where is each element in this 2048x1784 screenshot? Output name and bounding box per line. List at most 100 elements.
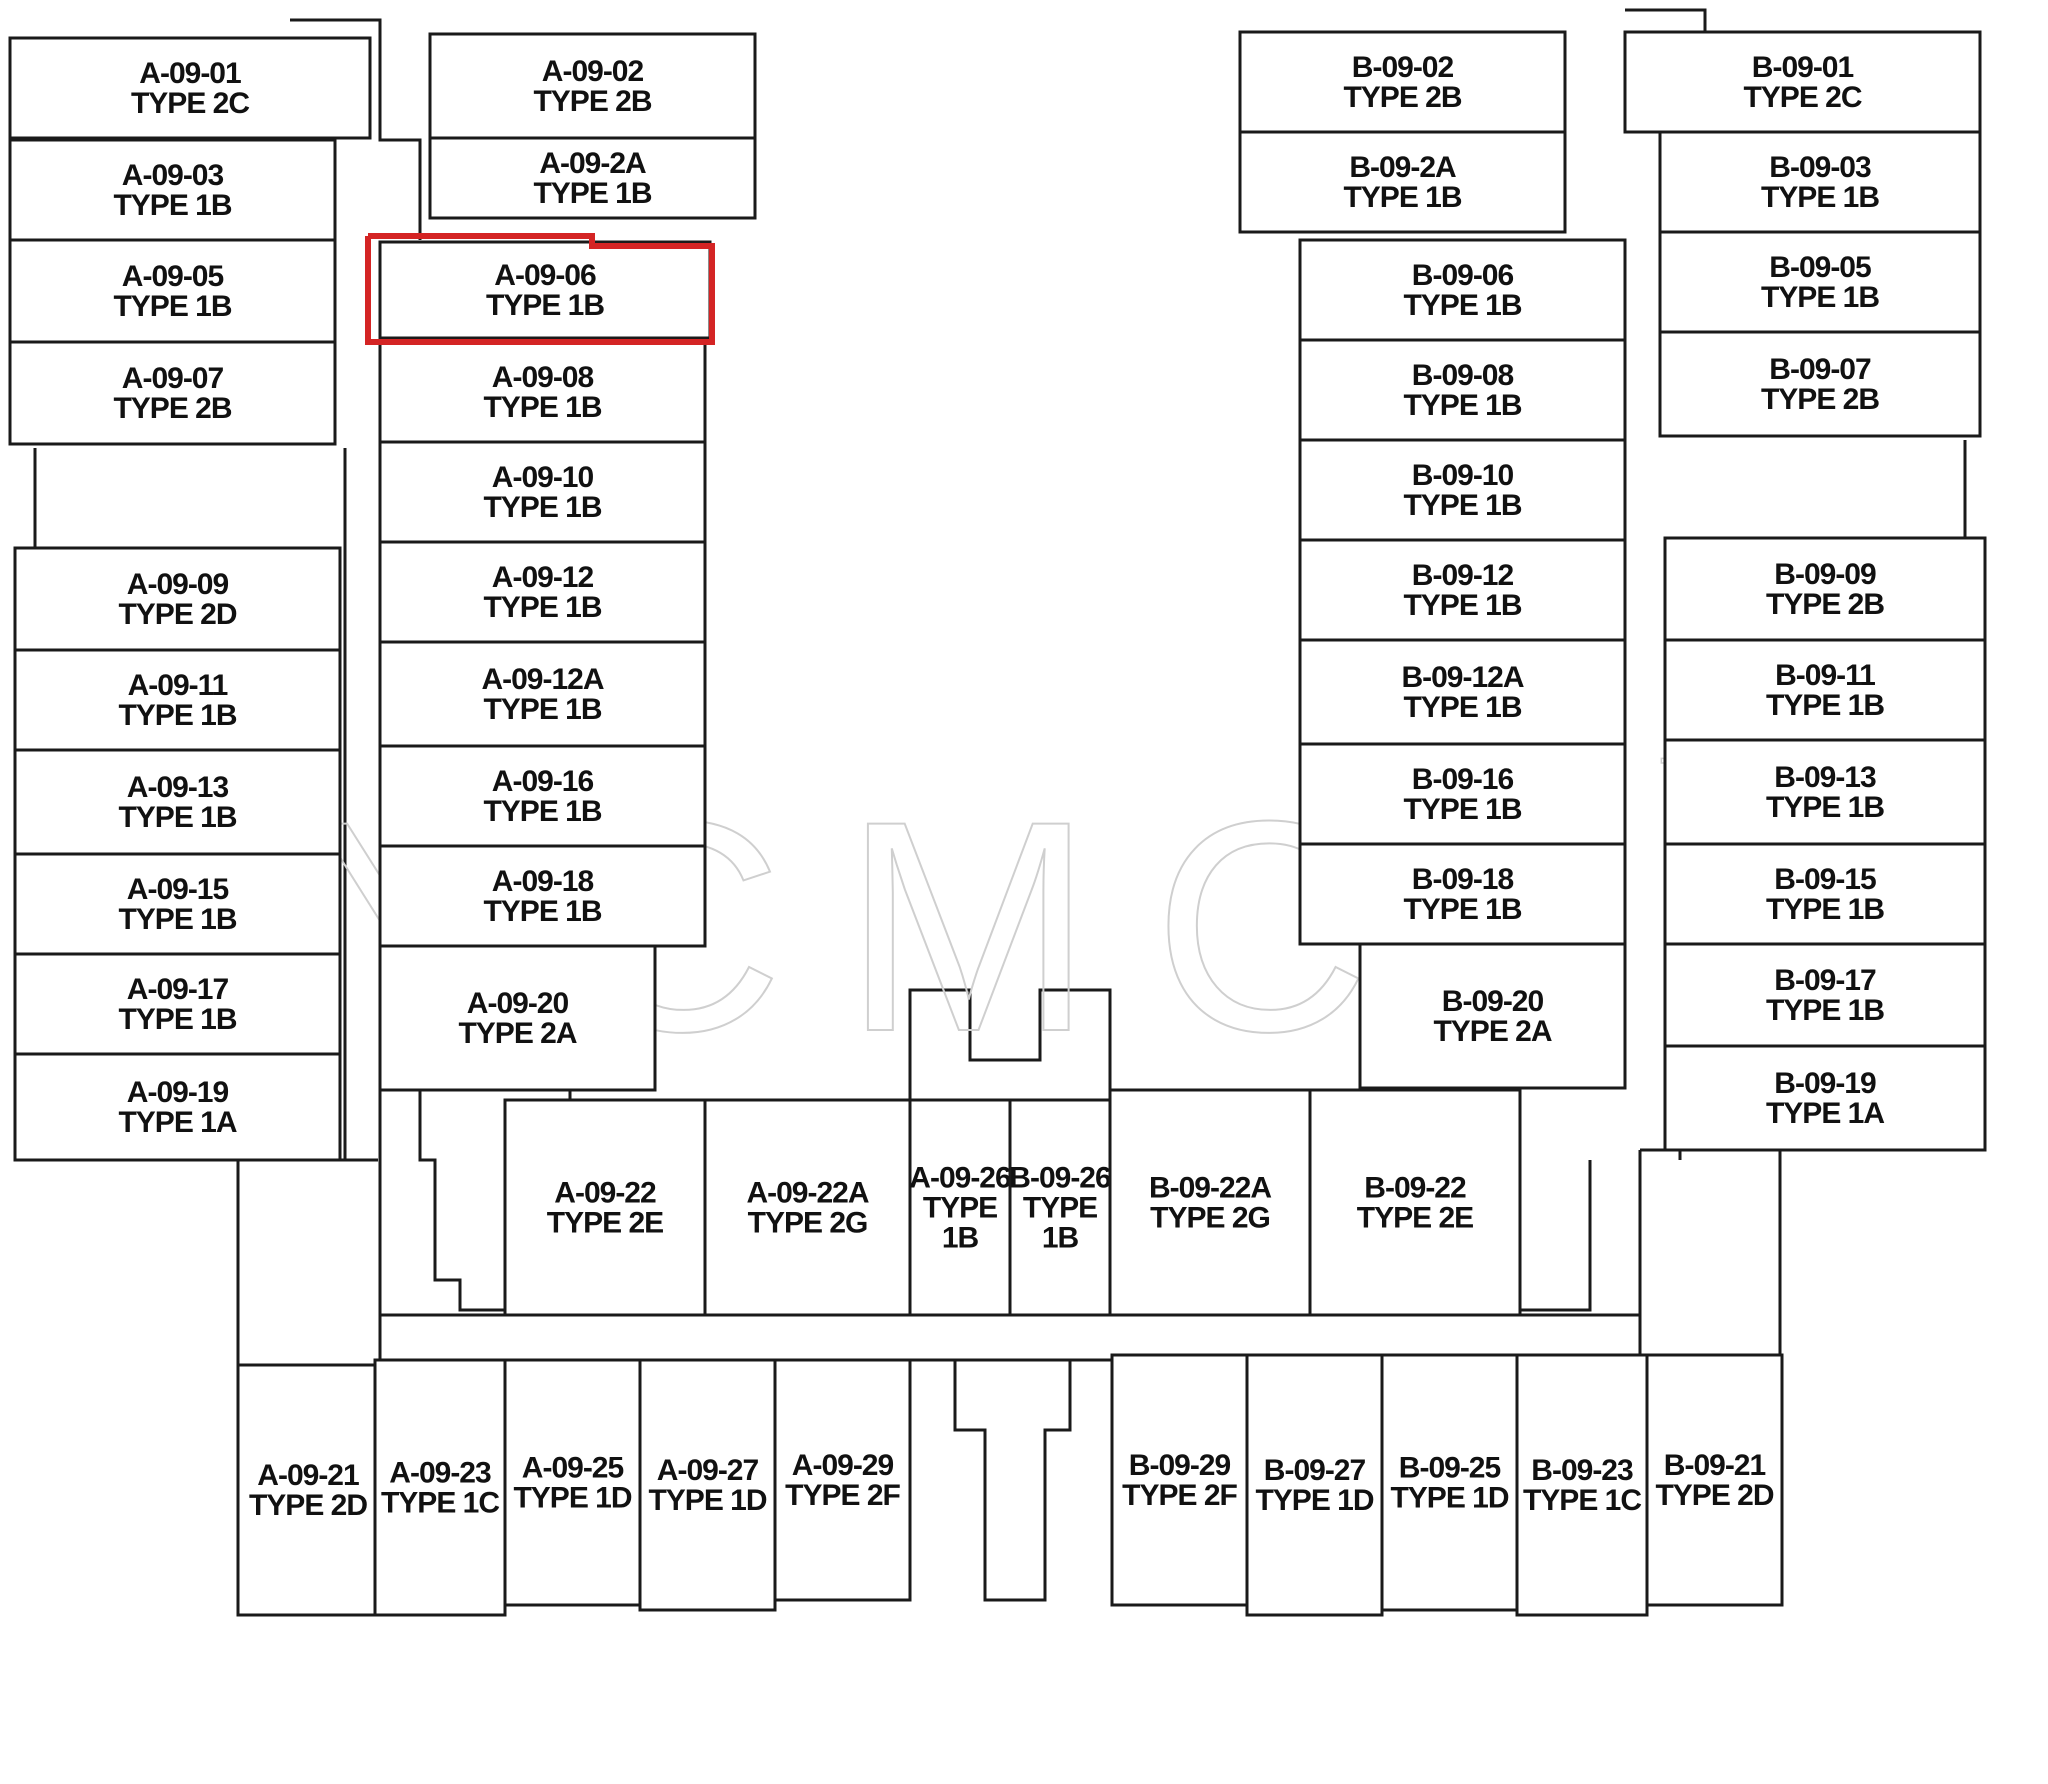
unit-outline bbox=[1238, 30, 1567, 134]
unit-code: A-09-08 bbox=[492, 361, 594, 394]
unit-outline bbox=[8, 36, 372, 140]
unit-outline bbox=[378, 540, 707, 644]
unit-type: TYPE 1C bbox=[381, 1487, 499, 1520]
unit-outline bbox=[378, 440, 707, 544]
unit-outline bbox=[428, 32, 757, 140]
unit-type: TYPE 1B bbox=[113, 290, 231, 323]
unit-type: TYPE 1B bbox=[1766, 791, 1884, 824]
unit-type: TYPE 2A bbox=[458, 1017, 576, 1050]
unit-type: TYPE 1B bbox=[1761, 281, 1879, 314]
unit-code: B-09-11 bbox=[1775, 659, 1875, 692]
unit-outline bbox=[1298, 438, 1627, 542]
unit-code: B-09-23 bbox=[1531, 1454, 1633, 1487]
unit-code: B-09-01 bbox=[1752, 51, 1854, 84]
unit-code: A-09-05 bbox=[122, 260, 224, 293]
unit-code: A-09-15 bbox=[127, 873, 229, 906]
unit-type: TYPE 2B bbox=[1761, 383, 1879, 416]
unit-outline bbox=[773, 1358, 912, 1602]
unit-type: TYPE 2B bbox=[533, 85, 651, 118]
unit-outline bbox=[373, 1358, 507, 1617]
unit-code: A-09-12 bbox=[492, 561, 594, 594]
unit-outline bbox=[8, 340, 337, 446]
unit-code: B-09-08 bbox=[1412, 359, 1514, 392]
unit-outline bbox=[638, 1358, 777, 1612]
unit-type: TYPE 2E bbox=[547, 1207, 663, 1240]
unit-outline bbox=[1238, 130, 1567, 234]
unit-code: B-09-09 bbox=[1774, 558, 1876, 591]
unit-outline bbox=[1008, 1098, 1112, 1317]
unit-code: B-09-29 bbox=[1129, 1449, 1231, 1482]
unit-type: TYPE 2F bbox=[785, 1479, 900, 1512]
unit-outline bbox=[1308, 1088, 1522, 1317]
unit-code: B-09-12A bbox=[1401, 661, 1523, 694]
unit-code: B-09-19 bbox=[1774, 1067, 1876, 1100]
unit-outline bbox=[503, 1358, 642, 1607]
unit-type: TYPE 1B bbox=[118, 1003, 236, 1036]
unit-outline bbox=[13, 648, 342, 752]
unit-type: 1B bbox=[942, 1222, 979, 1255]
unit-type: TYPE 1B bbox=[1403, 289, 1521, 322]
unit-type: TYPE 1B bbox=[483, 491, 601, 524]
unit-outline bbox=[1645, 1353, 1784, 1607]
unit-code: B-09-02 bbox=[1352, 51, 1454, 84]
unit-outline bbox=[13, 852, 342, 956]
unit-type: 1B bbox=[1042, 1222, 1079, 1255]
unit-type: TYPE 1A bbox=[118, 1106, 236, 1139]
unit-code: B-09-17 bbox=[1774, 964, 1876, 997]
unit-type: TYPE bbox=[923, 1192, 997, 1225]
unit-outline bbox=[13, 748, 342, 856]
unit-type: TYPE 1B bbox=[483, 895, 601, 928]
unit-outline bbox=[1245, 1353, 1384, 1617]
unit-code: A-09-11 bbox=[128, 669, 228, 702]
unit-outline bbox=[1298, 338, 1627, 442]
unit-code: A-09-01 bbox=[139, 57, 241, 90]
unit-type: TYPE 1B bbox=[1403, 589, 1521, 622]
unit-code: A-09-23 bbox=[389, 1457, 491, 1490]
unit-code: A-09-09 bbox=[127, 568, 229, 601]
unit-code: B-09-25 bbox=[1399, 1452, 1501, 1485]
unit-code: B-09-22 bbox=[1364, 1172, 1466, 1205]
unit-type: TYPE 2D bbox=[1655, 1479, 1773, 1512]
unit-code: B-09-26 bbox=[1009, 1162, 1111, 1195]
unit-code: A-09-10 bbox=[492, 461, 594, 494]
unit-type: TYPE 1B bbox=[483, 591, 601, 624]
unit-type: TYPE 1D bbox=[648, 1484, 766, 1517]
unit-code: B-09-12 bbox=[1412, 559, 1514, 592]
unit-type: TYPE 2B bbox=[1343, 81, 1461, 114]
unit-type: TYPE 1B bbox=[1766, 689, 1884, 722]
unit-outline bbox=[1663, 1044, 1987, 1152]
unit-code: B-09-10 bbox=[1412, 459, 1514, 492]
unit-type: TYPE 2D bbox=[249, 1489, 367, 1522]
unit-outline bbox=[378, 944, 657, 1092]
unit-type: TYPE 1B bbox=[483, 391, 601, 424]
unit-outline bbox=[1298, 538, 1627, 642]
unit-type: TYPE 1D bbox=[1390, 1482, 1508, 1515]
unit-code: A-09-17 bbox=[127, 973, 229, 1006]
unit-type: TYPE 1B bbox=[486, 289, 604, 322]
unit-code: B-09-21 bbox=[1664, 1449, 1766, 1482]
unit-code: B-09-2A bbox=[1349, 151, 1456, 184]
